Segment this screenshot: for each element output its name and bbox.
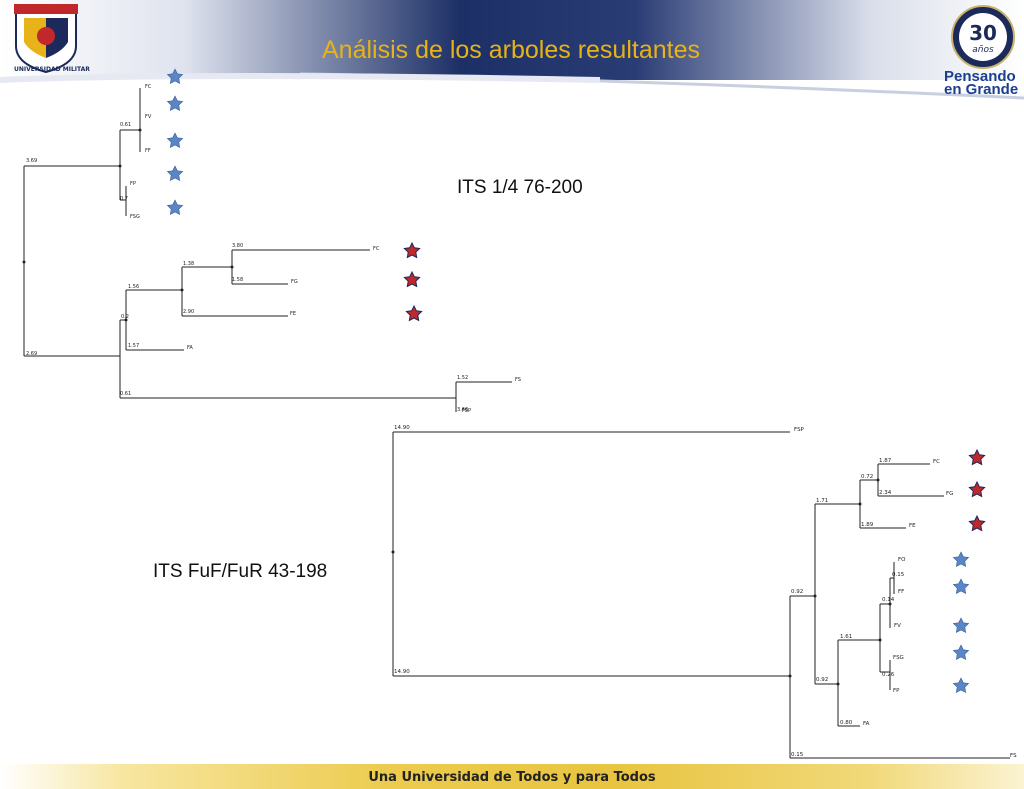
blue-star-icon bbox=[166, 68, 184, 84]
leaf-label: FC bbox=[933, 459, 940, 465]
branch-length: 3.66 bbox=[457, 407, 468, 413]
leaf-label: FG bbox=[291, 279, 298, 285]
branch-length: 0.2 bbox=[121, 314, 129, 320]
leaf-label: FC bbox=[145, 84, 152, 90]
leaf-label: FSP bbox=[794, 427, 805, 433]
blue-star-icon bbox=[952, 644, 970, 660]
leaf-label: FS bbox=[1010, 753, 1017, 759]
red-star-icon bbox=[405, 305, 423, 321]
branch-length: 1.52 bbox=[457, 375, 468, 381]
branch-length: 0.72 bbox=[861, 474, 873, 480]
leaf-label: FC bbox=[373, 246, 380, 252]
blue-star-icon bbox=[166, 165, 184, 181]
anniversary-badge-logo: 30 años bbox=[951, 5, 1015, 69]
leaf-label: FF bbox=[145, 148, 151, 154]
branch-length: 0.7 bbox=[120, 196, 128, 202]
leaf-label: FP bbox=[130, 181, 136, 187]
badge-number: 30 bbox=[969, 21, 997, 45]
red-star-icon bbox=[403, 242, 421, 258]
leaf-label: FA bbox=[187, 345, 193, 351]
branch-length: 1.89 bbox=[861, 522, 874, 528]
blue-star-icon bbox=[166, 95, 184, 111]
slide-title: Análisis de los arboles resultantes bbox=[322, 36, 700, 64]
branch-length: 1.56 bbox=[128, 284, 139, 290]
branch-length: 1.71 bbox=[816, 498, 828, 504]
branch-length: 1.38 bbox=[183, 261, 194, 267]
branch-length: 0.80 bbox=[840, 720, 853, 726]
blue-star-icon bbox=[952, 578, 970, 594]
leaf-label: FSG bbox=[893, 655, 904, 661]
slogan: Pensando en Grande bbox=[944, 68, 1019, 98]
blue-star-icon bbox=[166, 199, 184, 215]
branch-length: 2.90 bbox=[183, 309, 194, 315]
leaf-label: FF bbox=[898, 589, 904, 595]
branch-length: 1.61 bbox=[840, 634, 852, 640]
footer-band bbox=[0, 764, 1024, 789]
header-banner bbox=[0, 0, 1024, 110]
tree1-label: ITS 1/4 76-200 bbox=[457, 177, 583, 198]
branch-length: 0.15 bbox=[791, 752, 804, 758]
branch-length: 1.87 bbox=[879, 458, 892, 464]
branch-length: 3.69 bbox=[26, 158, 37, 164]
branch-length: 2.69 bbox=[26, 351, 37, 357]
branch-length: 0.14 bbox=[882, 597, 895, 603]
red-star-icon bbox=[968, 481, 986, 497]
blue-star-icon bbox=[166, 132, 184, 148]
blue-star-icon bbox=[952, 551, 970, 567]
branch-length: 3.80 bbox=[232, 243, 243, 249]
blue-star-icon bbox=[952, 617, 970, 633]
slogan-line1: Pensando bbox=[944, 68, 1016, 85]
university-name-label: UNIVERSIDAD MILITAR bbox=[14, 66, 90, 73]
branch-length: 14.90 bbox=[394, 669, 410, 675]
blue-star-icon bbox=[952, 677, 970, 693]
leaf-label: FV bbox=[894, 623, 901, 629]
red-star-icon bbox=[968, 515, 986, 531]
leaf-label: FP bbox=[893, 688, 900, 694]
branch-length: 2.34 bbox=[879, 490, 892, 496]
branch-length: 0.92 bbox=[791, 589, 803, 595]
red-star-icon bbox=[403, 271, 421, 287]
leaf-label: FE bbox=[290, 311, 296, 317]
leaf-label: FV bbox=[145, 114, 152, 120]
branch-length: 0.61 bbox=[120, 391, 131, 397]
leaf-label: FS bbox=[515, 377, 521, 383]
badge-sub: años bbox=[972, 45, 994, 55]
branch-length: 1.58 bbox=[232, 277, 243, 283]
university-shield-logo bbox=[14, 4, 78, 74]
branch-length: 0.26 bbox=[882, 672, 895, 678]
branch-length: 0.92 bbox=[816, 677, 828, 683]
red-star-icon bbox=[968, 449, 986, 465]
slogan-line2: en Grande bbox=[944, 81, 1019, 98]
branch-length: 1.57 bbox=[128, 343, 139, 349]
branch-length: 0.61 bbox=[120, 122, 131, 128]
leaf-label: FSG bbox=[130, 214, 140, 220]
leaf-label: FG bbox=[946, 491, 953, 497]
leaf-label: FA bbox=[863, 721, 870, 727]
tree2-label: ITS FuF/FuR 43-198 bbox=[153, 561, 328, 582]
branch-length: 14.90 bbox=[394, 425, 410, 431]
footer-slogan: Una Universidad de Todos y para Todos bbox=[368, 770, 656, 785]
branch-length: 0.15 bbox=[892, 572, 905, 578]
leaf-label: FSP bbox=[462, 408, 471, 414]
leaf-label: FO bbox=[898, 557, 906, 563]
leaf-label: FE bbox=[909, 523, 916, 529]
